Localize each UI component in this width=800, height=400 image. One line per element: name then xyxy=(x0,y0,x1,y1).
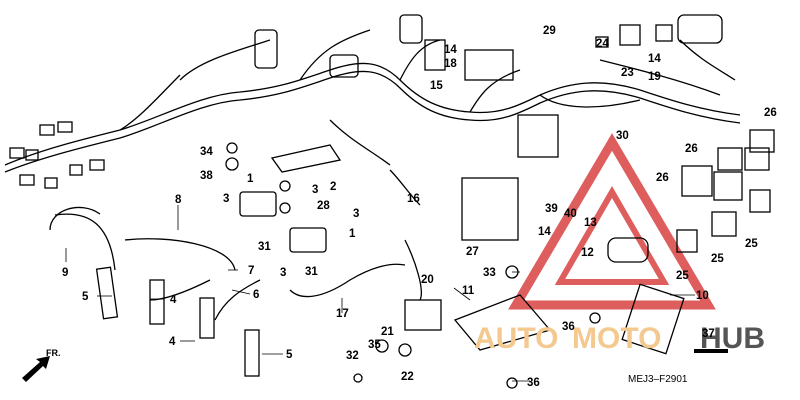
callout: 7 xyxy=(248,265,254,277)
callout: 24 xyxy=(596,38,609,50)
callout: 14 xyxy=(538,226,551,238)
callout: 38 xyxy=(200,170,213,182)
front-arrow: FR. xyxy=(22,348,61,382)
callout: 3 xyxy=(223,193,229,205)
callout: 14 xyxy=(648,53,661,65)
callout: 15 xyxy=(430,80,443,92)
callout: 39 xyxy=(545,203,558,215)
callout: 11 xyxy=(462,285,475,297)
callout: 28 xyxy=(317,200,330,212)
watermark-part3: HUB xyxy=(700,322,765,355)
callout: 31 xyxy=(305,266,318,278)
front-label: FR. xyxy=(46,348,61,358)
callout: 27 xyxy=(466,246,479,258)
callout: 37 xyxy=(702,328,715,340)
callout: 1 xyxy=(247,173,254,185)
callout: 16 xyxy=(407,193,420,205)
watermark-part1: AUTO xyxy=(474,322,558,355)
callout: 1 xyxy=(349,228,356,240)
callout: 23 xyxy=(621,67,634,79)
callout: 20 xyxy=(421,274,434,286)
callout: 6 xyxy=(253,289,259,301)
leader-lines xyxy=(65,205,695,382)
callout: 17 xyxy=(336,308,349,320)
callout: 36 xyxy=(527,377,540,389)
callout: 3 xyxy=(280,267,286,279)
callout: 29 xyxy=(543,25,556,37)
callout: 40 xyxy=(564,208,577,220)
watermark-text: AUTO MOTO HUB xyxy=(474,322,765,355)
callout: 31 xyxy=(258,241,271,253)
watermark-triangle xyxy=(508,133,716,310)
callout: 3 xyxy=(353,208,359,220)
callout: 25 xyxy=(745,238,758,250)
callout: 25 xyxy=(711,253,724,265)
callout: 14 xyxy=(444,44,457,56)
callout: 5 xyxy=(82,291,89,303)
callout: 36 xyxy=(562,321,575,333)
callout: 21 xyxy=(381,326,394,338)
callout: 18 xyxy=(444,58,457,70)
callout: 5 xyxy=(286,349,293,361)
callout: 4 xyxy=(170,294,177,306)
callout: 32 xyxy=(346,350,359,362)
callout: 4 xyxy=(169,336,176,348)
callout: 19 xyxy=(648,71,661,83)
diagram-code: MEJ3–F2901 xyxy=(628,374,688,385)
callout: 8 xyxy=(175,194,182,206)
callout: 9 xyxy=(62,267,68,279)
callout: 26 xyxy=(685,143,698,155)
callout: 12 xyxy=(581,247,594,259)
callout: 25 xyxy=(676,270,689,282)
callout: 33 xyxy=(483,267,496,279)
callout: 2 xyxy=(330,181,336,193)
callout: 3 xyxy=(312,184,318,196)
callout: 34 xyxy=(200,146,213,158)
callout-numbers: 1 1 2 3 3 3 3 4 4 5 5 6 7 8 9 10 11 12 1… xyxy=(62,25,777,389)
callout: 26 xyxy=(656,172,669,184)
harness-lines xyxy=(4,14,775,389)
callout: 22 xyxy=(401,371,414,383)
watermark-part2: MOTO xyxy=(572,322,661,355)
callout: 26 xyxy=(764,107,777,119)
callout: 30 xyxy=(616,130,629,142)
callout: 13 xyxy=(584,217,597,229)
callout: 10 xyxy=(696,290,709,302)
callout: 35 xyxy=(368,339,381,351)
